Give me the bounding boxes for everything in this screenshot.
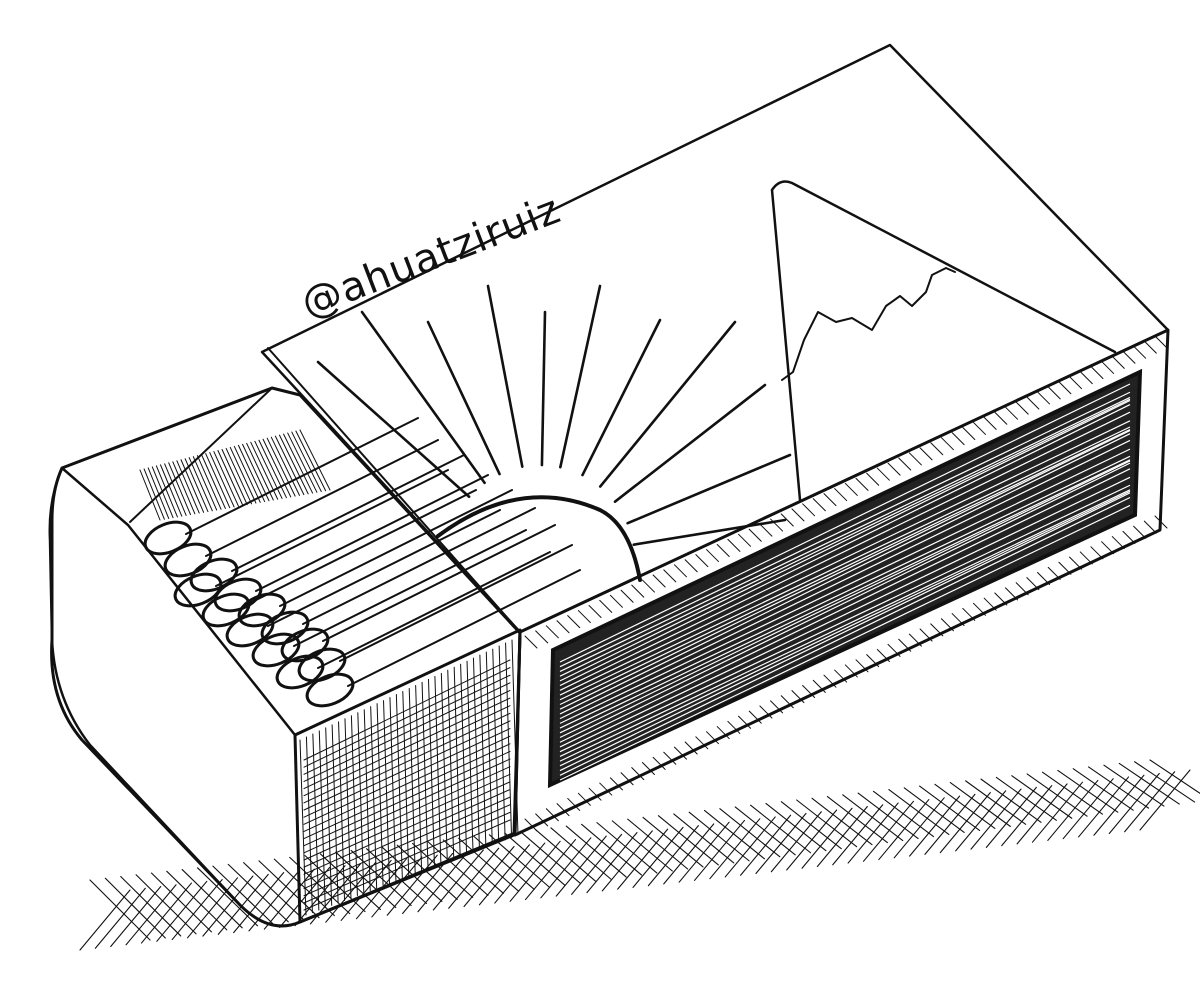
match-stick xyxy=(205,439,439,557)
match-head xyxy=(251,632,301,668)
striker-strip xyxy=(547,368,1143,789)
match-head xyxy=(305,672,355,708)
ground-shadow xyxy=(79,759,1200,951)
match-stick xyxy=(243,489,477,607)
match-head xyxy=(280,627,330,663)
match-stick xyxy=(215,469,449,587)
match-stick xyxy=(231,454,465,572)
matchbox-sleeve xyxy=(260,43,1170,837)
match-head xyxy=(143,520,193,556)
match-stick xyxy=(255,474,489,592)
match-stick xyxy=(185,417,419,535)
artist-signature: @ahuatziruiz xyxy=(295,186,567,327)
sun-ray xyxy=(632,518,787,546)
match-stick xyxy=(267,509,501,627)
match-head xyxy=(275,654,325,690)
sun-rays xyxy=(316,284,792,546)
mountain xyxy=(770,180,1117,502)
sun-ray xyxy=(316,360,471,499)
match-head xyxy=(260,610,310,646)
sun-ray xyxy=(598,320,737,488)
matches xyxy=(143,417,581,708)
match-head xyxy=(173,572,223,608)
match-stick xyxy=(339,544,573,662)
drawer-inner-wall xyxy=(60,466,297,737)
sun-ray xyxy=(540,310,547,467)
match-head xyxy=(225,612,275,648)
match-stick xyxy=(317,551,551,669)
sun-ray xyxy=(360,310,486,485)
mountain-snowline xyxy=(781,267,956,381)
drawer-left-face xyxy=(48,466,242,907)
sleeve-front-face xyxy=(513,328,1170,837)
match-stick xyxy=(279,489,513,607)
sun xyxy=(436,495,642,582)
match-head xyxy=(201,592,251,628)
match-stick xyxy=(322,524,556,642)
match-head xyxy=(297,647,347,683)
match-stick xyxy=(302,507,536,625)
sun-ray xyxy=(613,383,767,503)
sun-ray xyxy=(426,320,501,476)
sun-ray xyxy=(486,284,524,468)
matchbox-drawer xyxy=(48,386,522,928)
match-stick xyxy=(347,569,581,687)
match-stick xyxy=(293,529,527,647)
sun-ray xyxy=(581,318,662,477)
sun-ray xyxy=(626,453,792,525)
sun-ray xyxy=(559,284,602,469)
